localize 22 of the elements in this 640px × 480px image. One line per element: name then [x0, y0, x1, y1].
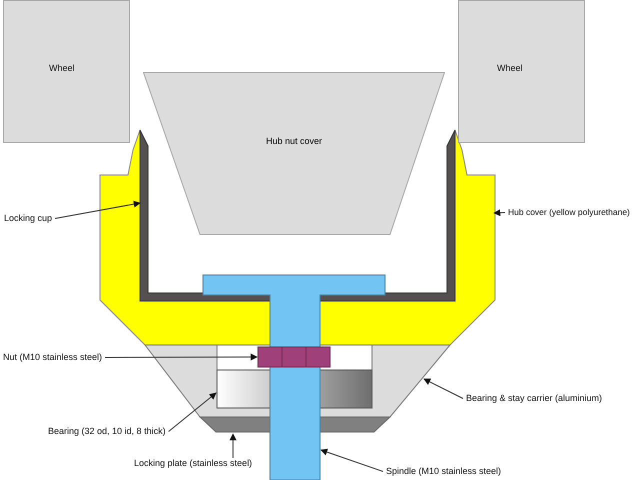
leader-line — [230, 433, 236, 458]
nut — [258, 346, 330, 368]
cover-label: Hub nut cover — [264, 136, 324, 146]
hub-nut-cover — [143, 72, 445, 235]
part-label: Locking plate (stainless steel) — [134, 458, 252, 469]
part-label: Bearing (32 od, 10 id, 8 thick) — [48, 426, 166, 437]
part-label: Locking cup — [4, 213, 52, 224]
wheel-label: Wheel — [49, 63, 75, 73]
part-label: Hub cover (yellow polyurethane) — [508, 207, 630, 218]
locking-cup — [140, 130, 456, 302]
leader-line — [423, 378, 464, 399]
wheel-label: Wheel — [497, 63, 523, 73]
part-label: Bearing & stay carrier (aluminium) — [466, 393, 602, 404]
wheel-block — [458, 0, 585, 143]
wheel-block — [3, 0, 130, 143]
leader-line — [320, 448, 384, 472]
leader-line — [104, 354, 258, 361]
part-label: Spindle (M10 stainless steel) — [386, 466, 502, 477]
part-label: Nut (M10 stainless steel) — [3, 352, 102, 363]
leader-line — [168, 392, 217, 432]
leader-line — [493, 209, 506, 216]
leader-line — [54, 200, 141, 219]
